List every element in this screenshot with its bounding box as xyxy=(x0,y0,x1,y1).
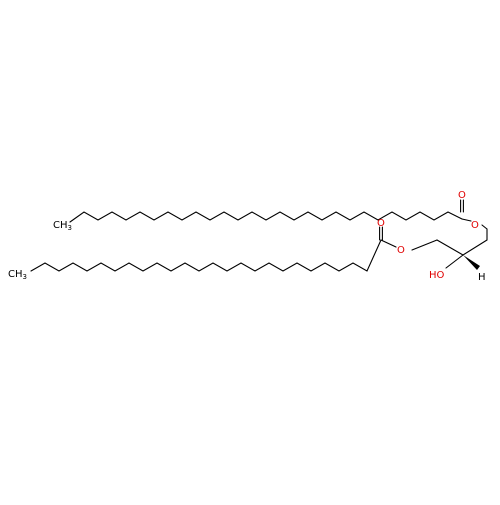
glycerol-c2-oh-bond xyxy=(445,254,464,269)
glycerol-c2-c3-bond xyxy=(436,239,464,256)
bottom-alkyl-chain xyxy=(30,239,382,272)
top-alkyl-chain xyxy=(69,211,463,223)
ester-oxygen-bottom: O xyxy=(397,245,405,256)
bottom-ester-och2-bond xyxy=(411,239,438,251)
bottom-ester-co-bond xyxy=(380,239,397,248)
ch3-bottom-label: CH3 xyxy=(8,269,27,281)
hydroxyl-label: HO xyxy=(429,270,445,281)
ch3-top-label: CH3 xyxy=(53,220,72,232)
stereo-wedge-bond xyxy=(463,255,480,270)
top-ester-co-bond xyxy=(461,218,472,222)
stereo-hydrogen-label: H xyxy=(478,272,486,283)
top-ester-och2-bond xyxy=(481,224,488,230)
ester-oxygen-top: O xyxy=(471,220,479,231)
carbonyl-oxygen-top: O xyxy=(458,190,466,201)
carbonyl-oxygen-bottom: O xyxy=(377,218,385,229)
glycerol-c1-c2-bond xyxy=(462,239,488,256)
